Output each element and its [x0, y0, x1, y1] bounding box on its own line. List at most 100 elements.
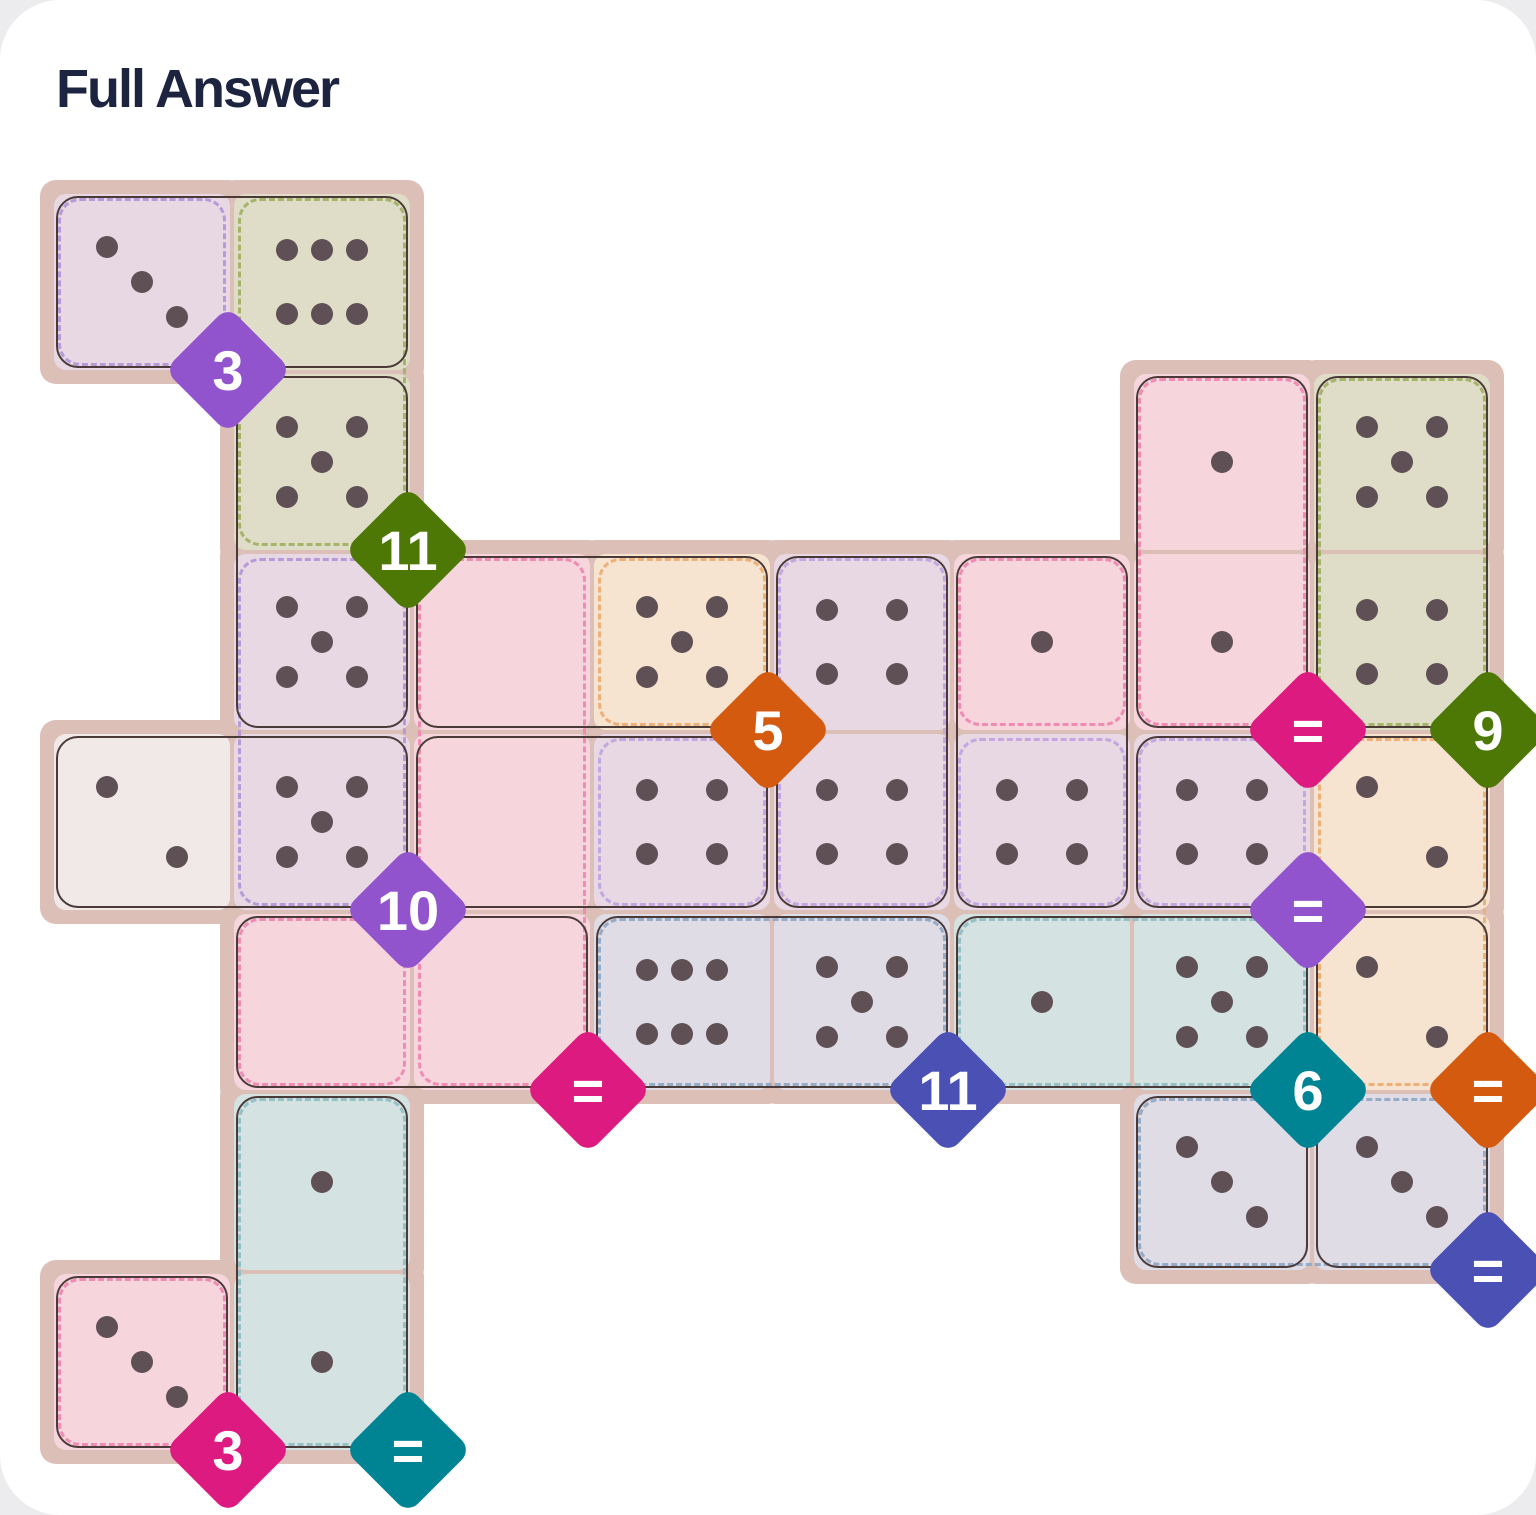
board-cell — [54, 734, 230, 910]
board-cell — [234, 1094, 410, 1270]
badge-equal-teal: = — [343, 1385, 473, 1515]
board-cell — [774, 734, 950, 910]
badge-label: 5 — [752, 698, 784, 762]
board-cell — [234, 554, 410, 730]
pip-dot — [275, 415, 298, 438]
pip-dot — [815, 662, 838, 685]
pip-dot — [1426, 415, 1449, 438]
pip-dot — [1426, 486, 1449, 509]
board-cell — [414, 734, 590, 910]
pip-dot — [671, 1022, 693, 1045]
pip-dot — [1246, 1026, 1269, 1049]
pip-dot — [1426, 1206, 1449, 1229]
board-cell — [234, 194, 410, 370]
pip-dot — [1031, 991, 1053, 1013]
pip-dot — [1355, 415, 1378, 438]
pip-dot — [635, 666, 658, 689]
pip-dot — [1175, 1026, 1198, 1049]
badge-label: = — [571, 1058, 605, 1122]
pip-dot — [706, 959, 729, 982]
pip-dot — [815, 842, 838, 865]
pip-dot — [311, 811, 333, 833]
pip-dot — [851, 991, 873, 1013]
pip-dot — [671, 959, 693, 982]
badge-label: 10 — [376, 878, 440, 942]
pip-dot — [346, 846, 369, 869]
pip-dot — [1175, 1135, 1198, 1158]
badge-label: 11 — [918, 1058, 978, 1122]
board-cell — [954, 734, 1130, 910]
pip-dot — [346, 775, 369, 798]
pip-dot — [815, 1026, 838, 1049]
pip-dot — [1246, 842, 1269, 865]
pip-dot — [311, 451, 333, 473]
board-cell — [954, 554, 1130, 730]
pip-dot — [886, 955, 909, 978]
pip-dot — [346, 415, 369, 438]
board-cell — [774, 554, 950, 730]
pip-dot — [1066, 779, 1089, 802]
pip-dot — [1355, 1135, 1378, 1158]
pip-dot — [1246, 955, 1269, 978]
board-cell — [774, 914, 950, 1090]
pip-dot — [886, 1026, 909, 1049]
badge-equal-pink-right: = — [1243, 665, 1373, 795]
pip-dot — [311, 239, 333, 262]
badge-equal-orange: = — [1423, 1025, 1536, 1155]
pip-dot — [706, 779, 729, 802]
board-cell — [414, 554, 590, 730]
page-title: Full Answer — [56, 59, 340, 119]
pip-dot — [1391, 451, 1413, 473]
pip-dot — [1355, 662, 1378, 685]
pip-dot — [95, 235, 118, 258]
pip-dot — [346, 486, 369, 509]
badge-sum-6: 6 — [1243, 1025, 1373, 1155]
pip-dot — [1211, 991, 1233, 1013]
pip-dot — [1175, 955, 1198, 978]
pip-dot — [1355, 775, 1378, 798]
pip-dot — [166, 1386, 189, 1409]
pip-dot — [635, 779, 658, 802]
badge-label: 3 — [212, 338, 244, 402]
pip-dot — [346, 595, 369, 618]
pip-dot — [346, 302, 369, 325]
pip-dot — [706, 842, 729, 865]
pip-dot — [706, 595, 729, 618]
pip-dot — [346, 239, 369, 262]
pip-dot — [706, 1022, 729, 1045]
pip-dot — [275, 239, 298, 262]
badge-label: 9 — [1472, 698, 1504, 762]
badge-equal-blue: = — [1423, 1205, 1536, 1335]
pip-dot — [1066, 842, 1089, 865]
badge-label: 11 — [378, 518, 438, 582]
pip-dot — [815, 779, 838, 802]
pip-dot — [311, 1171, 333, 1193]
pip-dot — [275, 666, 298, 689]
pip-dot — [1426, 662, 1449, 685]
pip-dot — [95, 775, 118, 798]
badge-equal-pink-middle: = — [523, 1025, 653, 1155]
pip-dot — [635, 1022, 658, 1045]
pip-dot — [166, 306, 189, 329]
pip-dot — [1211, 451, 1233, 473]
pip-dot — [166, 846, 189, 869]
pip-dot — [1426, 1026, 1449, 1049]
pip-dot — [706, 666, 729, 689]
badge-sum-3-bottom: 3 — [163, 1385, 293, 1515]
pip-dot — [1175, 842, 1198, 865]
pip-dot — [131, 1351, 153, 1373]
badge-label: = — [1471, 1238, 1505, 1302]
pip-dot — [1031, 631, 1053, 653]
pip-dot — [1355, 955, 1378, 978]
pip-dot — [275, 846, 298, 869]
pip-dot — [1211, 1171, 1233, 1193]
pip-dot — [1426, 599, 1449, 622]
board-cell — [1314, 374, 1490, 550]
pip-dot — [311, 631, 333, 653]
pip-dot — [1426, 846, 1449, 869]
badge-sum-5: 5 — [703, 665, 833, 795]
board-cell — [954, 914, 1130, 1090]
badge-label: 3 — [212, 1418, 244, 1482]
